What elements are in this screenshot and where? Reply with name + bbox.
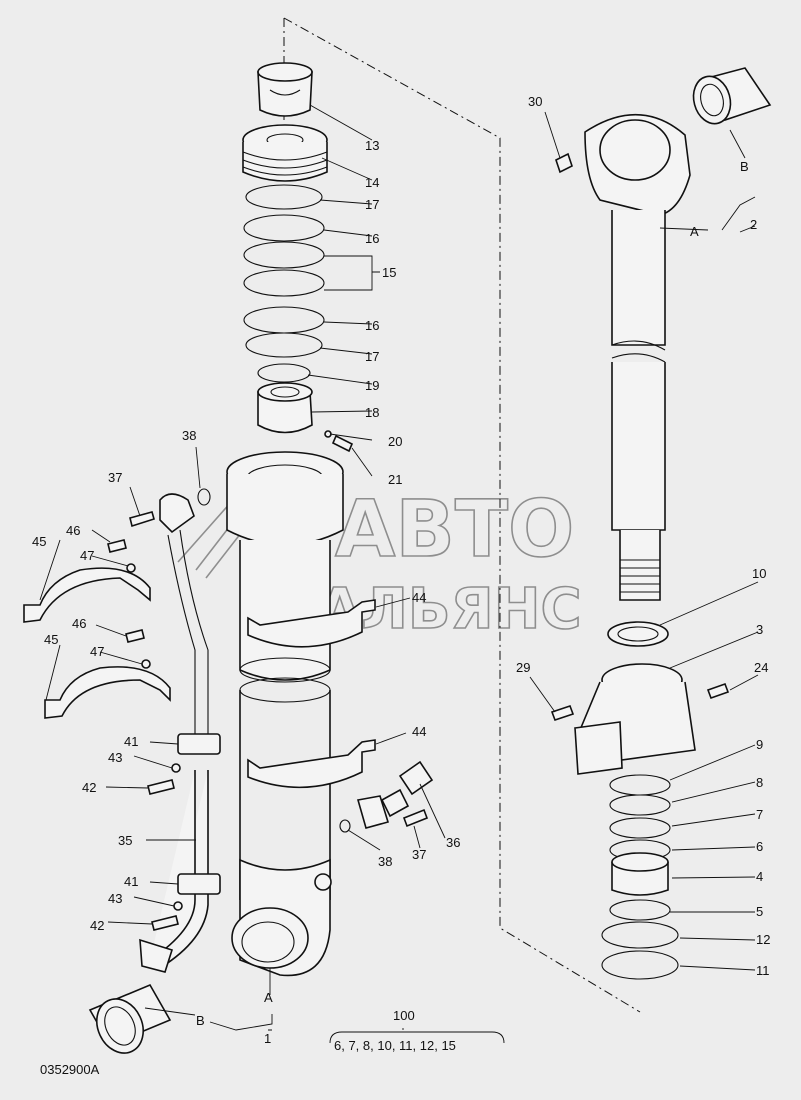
label-14: 14: [365, 175, 379, 190]
label-b1: B: [196, 1013, 205, 1028]
bushing-b-bottom: [88, 983, 172, 1054]
pipe-clips-41: [177, 733, 221, 895]
label-b2: B: [740, 159, 749, 174]
wear-ring-16b: [243, 306, 325, 334]
label-30: 30: [528, 94, 542, 109]
label-21: 21: [388, 472, 402, 487]
label-17b: 17: [365, 349, 379, 364]
piston-parts: [242, 62, 354, 453]
seal-ring-15b: [243, 269, 325, 297]
label-9: 9: [756, 737, 763, 752]
label-a2: A: [690, 224, 699, 239]
label-16a: 16: [365, 231, 379, 246]
label-43b: 43: [108, 891, 122, 906]
label-19: 19: [365, 378, 379, 393]
kit-parts: 6, 7, 8, 10, 11, 12, 15: [334, 1038, 456, 1053]
label-6: 6: [756, 839, 763, 854]
label-1: 1: [264, 1031, 271, 1046]
label-29: 29: [516, 660, 530, 675]
backup-ring-17: [245, 184, 323, 210]
label-11: 11: [756, 963, 770, 978]
label-13: 13: [365, 138, 379, 153]
label-43a: 43: [108, 750, 122, 765]
label-41b: 41: [124, 874, 138, 889]
piston-bushing-13: [257, 71, 313, 117]
label-5: 5: [756, 904, 763, 919]
label-20: 20: [388, 434, 402, 449]
part-labels: 13 14 17 16 15 16 17 19 18 20 21 38 37 4…: [32, 94, 770, 1077]
label-18: 18: [365, 405, 379, 420]
label-42a: 42: [82, 780, 96, 795]
label-35: 35: [118, 833, 132, 848]
backup-ring-17b: [245, 332, 323, 358]
label-37a: 37: [108, 470, 122, 485]
label-16b: 16: [365, 318, 379, 333]
label-17a: 17: [365, 197, 379, 212]
label-8: 8: [756, 775, 763, 790]
seal-stack: [601, 774, 679, 980]
rod-cover-3: [550, 621, 730, 775]
label-24: 24: [754, 660, 768, 675]
label-44a: 44: [412, 590, 426, 605]
kit-number: 100: [393, 1008, 415, 1023]
cylinder-tube-1: [226, 451, 344, 977]
label-42b: 42: [90, 918, 104, 933]
label-46b: 46: [72, 616, 86, 631]
label-a1: A: [264, 990, 273, 1005]
seal-ring-15a: [243, 241, 325, 269]
clamps-44: [247, 599, 376, 789]
bushing-b-top: [692, 67, 772, 125]
set-screw-21: [331, 434, 354, 453]
label-38a: 38: [182, 428, 196, 443]
piston-rod-2: [555, 113, 691, 601]
label-10: 10: [752, 566, 766, 581]
label-41a: 41: [124, 734, 138, 749]
label-38b: 38: [378, 854, 392, 869]
label-45b: 45: [44, 632, 58, 647]
label-4: 4: [756, 869, 763, 884]
label-47a: 47: [80, 548, 94, 563]
bolts: [107, 488, 429, 931]
watermark-line1: АВТО: [335, 485, 574, 575]
leader-lines: [39, 104, 759, 1044]
label-46a: 46: [66, 523, 80, 538]
label-44b: 44: [412, 724, 426, 739]
label-36: 36: [446, 835, 460, 850]
nut-18: [257, 391, 313, 434]
label-47b: 47: [90, 644, 104, 659]
label-7: 7: [756, 807, 763, 822]
diagram-code: 0352900A: [40, 1062, 100, 1077]
clamps-45: [23, 567, 171, 719]
fitting-36: [356, 760, 434, 829]
label-3: 3: [756, 622, 763, 637]
label-37b: 37: [412, 847, 426, 862]
wear-ring-16: [243, 214, 325, 242]
label-15: 15: [382, 265, 396, 280]
o-ring-19: [257, 363, 311, 383]
label-12: 12: [756, 932, 770, 947]
label-2: 2: [750, 217, 757, 232]
label-45a: 45: [32, 534, 46, 549]
